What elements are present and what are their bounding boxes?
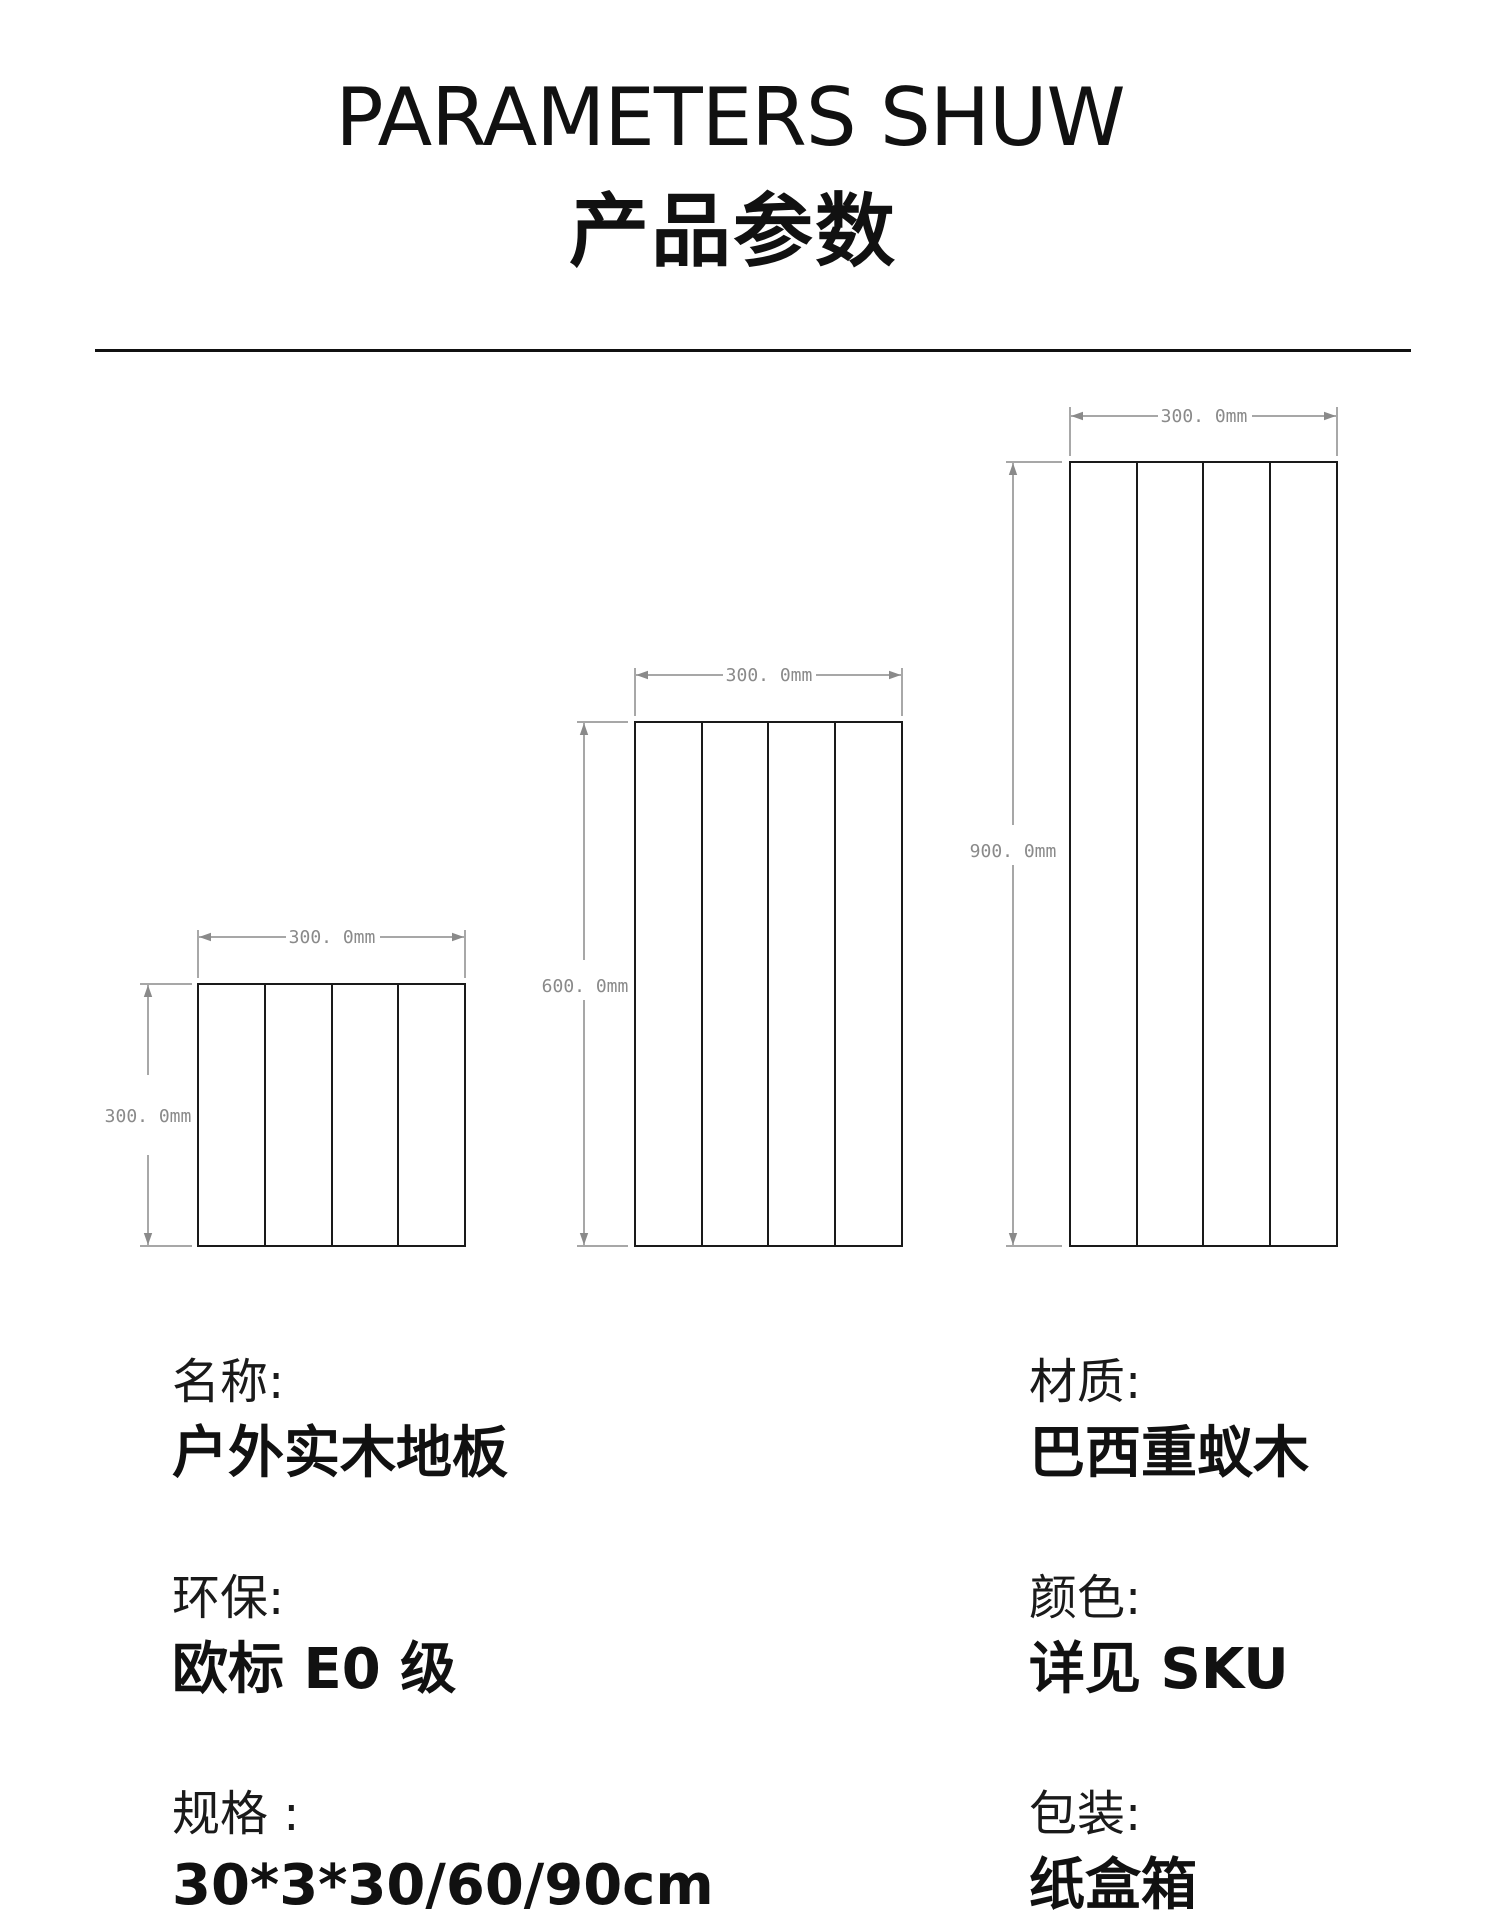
param-color: 颜色: 详见 SKU (1029, 1574, 1289, 1698)
param-material: 材质: 巴西重蚁木 (1029, 1358, 1309, 1482)
panel-outline (634, 721, 903, 1247)
header-divider (95, 349, 1411, 352)
param-eco: 环保: 欧标 E0 级 (172, 1574, 456, 1698)
param-material-value: 巴西重蚁木 (1029, 1421, 1309, 1486)
param-spec-value: 30*3*30/60/90cm (172, 1853, 714, 1918)
param-packaging-value: 纸盒箱 (1029, 1853, 1197, 1918)
param-color-value: 详见 SKU (1029, 1637, 1289, 1702)
param-spec: 规格 : 30*3*30/60/90cm (172, 1790, 714, 1914)
param-spec-label: 规格 : (172, 1786, 300, 1842)
panel-outline (197, 983, 466, 1247)
height-label: 900. 0mm (970, 841, 1057, 862)
height-dimension (1006, 461, 1062, 1247)
page-title-en: PARAMETERS SHUW (335, 71, 1125, 164)
page-title-cn: 产品参数 (569, 185, 897, 278)
height-label: 600. 0mm (542, 976, 629, 997)
param-eco-label: 环保: (172, 1570, 285, 1626)
param-name-label: 名称: (172, 1354, 285, 1410)
panel-outline (1069, 461, 1338, 1247)
width-label: 300. 0mm (726, 665, 813, 686)
param-eco-value: 欧标 E0 级 (172, 1637, 457, 1702)
width-dimension (1069, 407, 1338, 456)
height-label: 300. 0mm (105, 1106, 192, 1127)
height-dimension (140, 983, 192, 1247)
param-name: 名称: 户外实木地板 (172, 1358, 508, 1482)
panel-300x900: 300. 0mm 900. 0mm (970, 406, 1338, 1247)
width-label: 300. 0mm (289, 927, 376, 948)
param-packaging-label: 包装: (1029, 1786, 1142, 1842)
param-name-value: 户外实木地板 (172, 1421, 508, 1486)
height-dimension (577, 721, 628, 1247)
width-dimension (197, 930, 466, 978)
panel-300x300: 300. 0mm 300. 0mm (105, 927, 466, 1247)
width-dimension (634, 668, 903, 716)
param-color-label: 颜色: (1029, 1570, 1142, 1626)
param-material-label: 材质: (1029, 1354, 1142, 1410)
panel-300x600: 300. 0mm 600. 0mm (542, 665, 903, 1247)
param-packaging: 包装: 纸盒箱 (1029, 1790, 1197, 1914)
width-label: 300. 0mm (1161, 406, 1248, 427)
dimension-diagram: 300. 0mm 300. 0mm 300. 0mm (105, 406, 1338, 1247)
